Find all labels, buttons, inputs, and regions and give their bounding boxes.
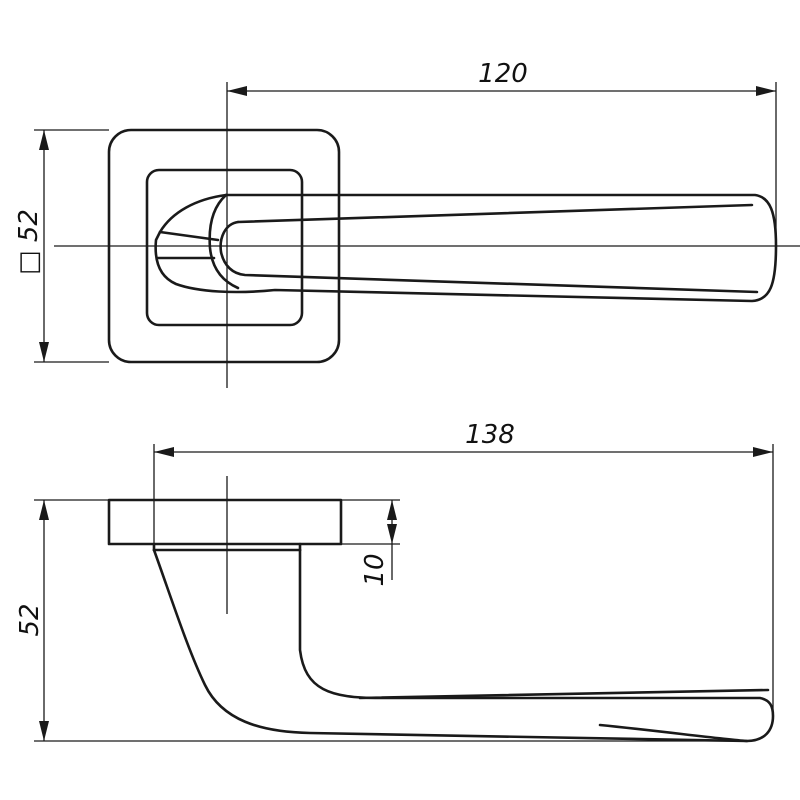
dim-52-arrow-top [39, 130, 49, 150]
dim-10-label: 10 [360, 553, 390, 586]
rosette-inner [145, 168, 304, 327]
lever-profile-facet [598, 723, 749, 743]
lever-inner-contour [219, 220, 759, 294]
dim-52-arrow-bottom [39, 342, 49, 362]
dim-138-label: 138 [465, 420, 515, 450]
dim-52h-arrow-bottom [39, 721, 49, 741]
dim-120-label: 120 [478, 59, 528, 89]
dim-52h-arrow-top [39, 500, 49, 520]
neck-facet-2 [158, 230, 220, 242]
lever-top-edge [236, 203, 754, 224]
dim-10-arrow-top [387, 500, 397, 520]
lever-profile-outer [152, 548, 775, 743]
dim-52h-label: 52 [15, 603, 45, 636]
lever-profile-edge [358, 688, 770, 700]
rosette-plate-side [107, 498, 343, 546]
dim-square-52-label: □ 52 [14, 209, 44, 275]
dim-138-arrow-left [154, 447, 174, 457]
dim-138-arrow-right [753, 447, 773, 457]
lever-outline [154, 193, 778, 303]
dim-120-arrow-left [227, 86, 247, 96]
dim-10-arrow-bottom [387, 524, 397, 544]
side-view: 138 52 10 [15, 420, 775, 743]
neck-facet-1 [208, 193, 240, 290]
top-view: 120 □ 52 [14, 59, 800, 388]
dim-120-arrow-right [756, 86, 776, 96]
